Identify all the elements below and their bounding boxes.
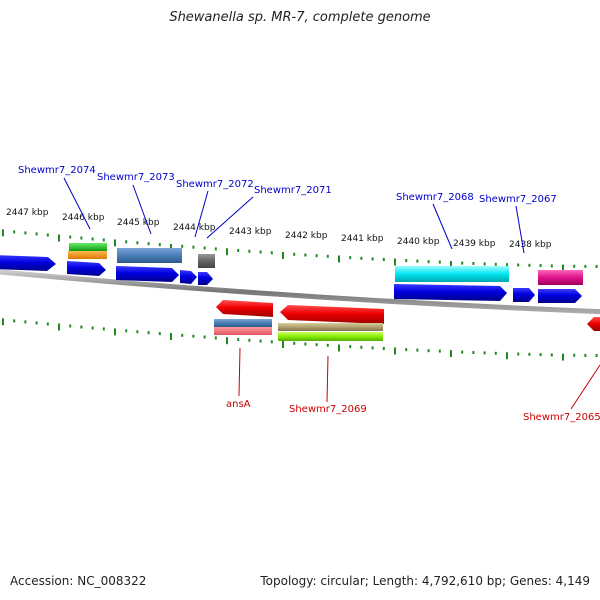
gene-arrow-forward[interactable] (513, 288, 535, 302)
gene-arrow-reverse[interactable] (280, 305, 384, 324)
feature-grey[interactable] (198, 254, 215, 268)
gene-label[interactable]: Shewmr7_2065 (523, 412, 600, 423)
gene-arrow-forward[interactable] (0, 255, 56, 271)
gene-arrow-reverse[interactable] (216, 300, 273, 317)
kbp-label: 2439 kbp (453, 239, 496, 249)
topology-text: Topology: circular; Length: 4,792,610 bp… (260, 574, 590, 588)
reverse-features (214, 300, 600, 341)
kbp-label: 2442 kbp (285, 231, 328, 241)
gene-label[interactable]: ansA (226, 399, 251, 410)
kbp-label: 2440 kbp (397, 237, 440, 247)
gene-label[interactable]: Shewmr7_2069 (289, 404, 367, 415)
feature-steelblue[interactable] (117, 248, 182, 263)
forward-leaders (63, 177, 525, 254)
kbp-labels: 2447 kbp 2446 kbp 2445 kbp 2444 kbp 2443… (6, 208, 552, 250)
lower-ruler (2, 318, 598, 361)
kbp-label: 2447 kbp (6, 208, 49, 218)
gene-label[interactable]: Shewmr7_2071 (254, 185, 332, 196)
reverse-gene-labels: ansA Shewmr7_2069 Shewmr7_2065 (226, 399, 600, 423)
kbp-label: 2438 kbp (509, 240, 552, 250)
genome-title: Shewanella sp. MR-7, complete genome (169, 10, 431, 25)
gene-label[interactable]: Shewmr7_2067 (479, 194, 557, 205)
gene-arrow-forward[interactable] (67, 261, 106, 276)
feature-lime[interactable] (278, 332, 383, 341)
genome-backbone (0, 269, 600, 315)
forward-features (0, 243, 583, 303)
reverse-leaders (238, 347, 600, 410)
feature-pink[interactable] (214, 327, 272, 335)
feature-cyan[interactable] (395, 266, 509, 282)
feature-olive[interactable] (278, 323, 383, 331)
gene-label[interactable]: Shewmr7_2074 (18, 165, 96, 176)
gene-arrow-forward[interactable] (180, 270, 197, 284)
feature-magenta[interactable] (538, 270, 583, 285)
gene-arrow-reverse[interactable] (587, 317, 600, 331)
gene-arrow-forward[interactable] (116, 266, 179, 282)
gene-arrow-forward[interactable] (394, 284, 507, 301)
gene-arrow-forward[interactable] (538, 289, 582, 303)
feature-green[interactable] (69, 243, 107, 251)
feature-orange[interactable] (68, 251, 107, 259)
kbp-label: 2446 kbp (62, 213, 105, 223)
kbp-label: 2441 kbp (341, 234, 384, 244)
forward-gene-labels: Shewmr7_2074 Shewmr7_2073 Shewmr7_2072 S… (18, 165, 557, 205)
accession-text: Accession: NC_008322 (10, 574, 147, 588)
gene-label[interactable]: Shewmr7_2068 (396, 192, 474, 203)
kbp-label: 2444 kbp (173, 223, 216, 233)
kbp-label: 2445 kbp (117, 218, 160, 228)
gene-arrow-forward[interactable] (198, 272, 213, 285)
gene-label[interactable]: Shewmr7_2073 (97, 172, 175, 183)
kbp-label: 2443 kbp (229, 227, 272, 237)
gene-label[interactable]: Shewmr7_2072 (176, 179, 254, 190)
feature-steelblue-lower[interactable] (214, 319, 272, 327)
